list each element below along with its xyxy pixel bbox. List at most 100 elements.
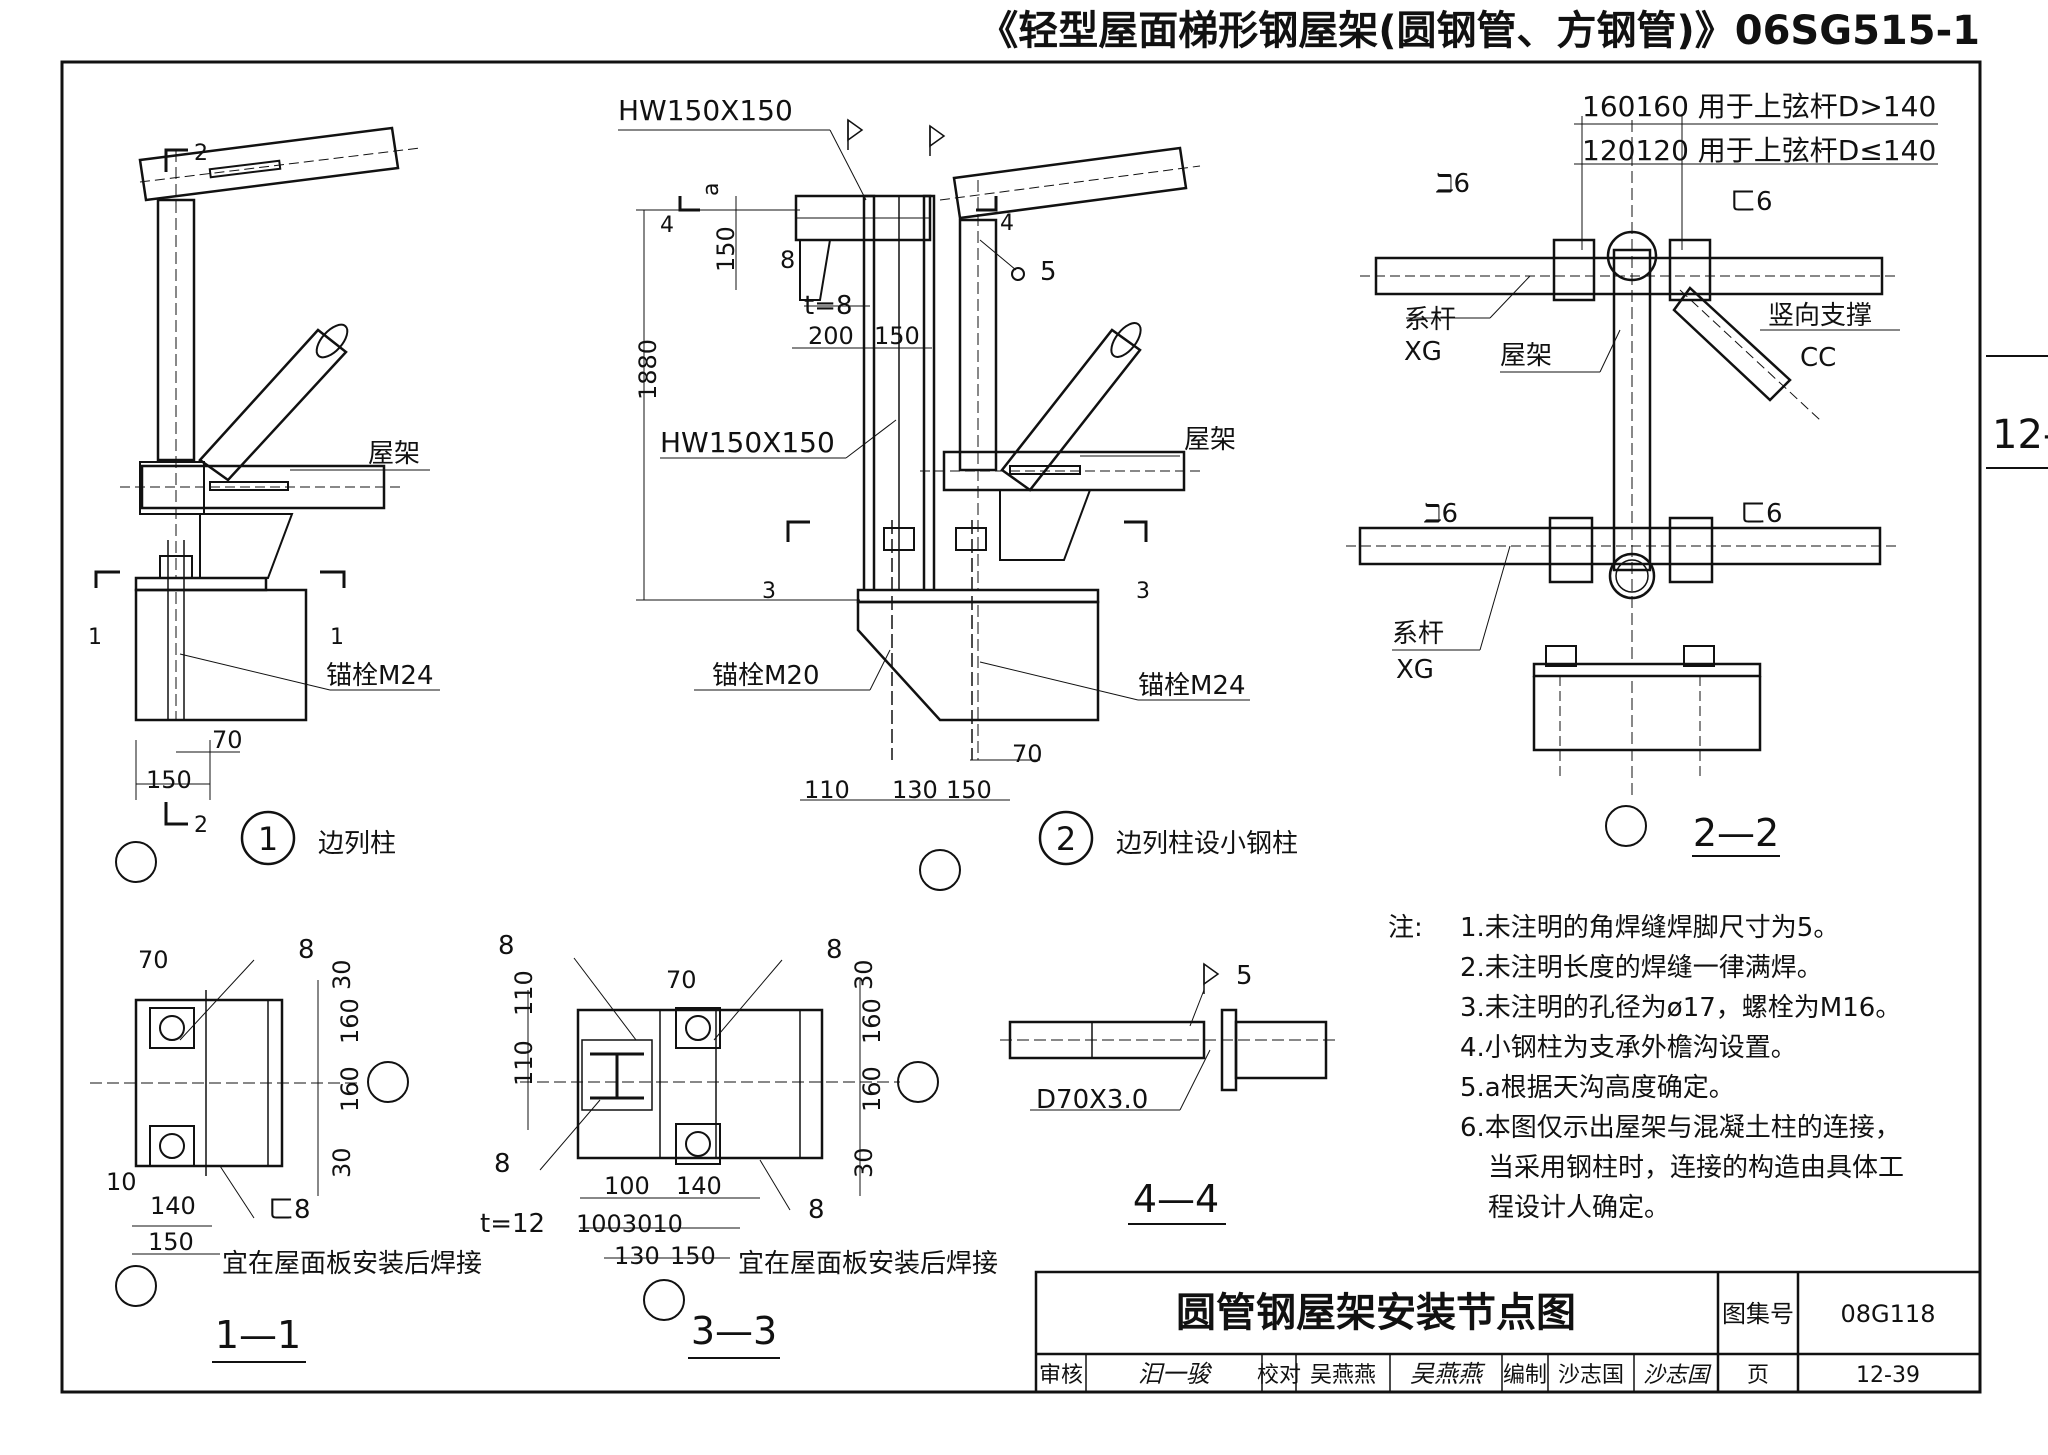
leader-m24 (979, 661, 1139, 701)
page-label: 页 (1747, 1363, 1769, 1388)
section-1-1-title: 1—1 (215, 1313, 301, 1357)
detail-2-sec-4-left: 4 (660, 213, 674, 238)
section-1-1-dim-30a: 30 (328, 959, 356, 990)
bearing-stiffener (199, 513, 294, 579)
section-3-3-weld-8c: 8 (808, 1195, 825, 1225)
bolt-top (675, 1007, 721, 1049)
axis-circle-right (367, 1061, 409, 1103)
section-4-4 (1000, 962, 1340, 1225)
section-1-1-dim-10: 10 (106, 1168, 137, 1196)
section-4-4-weld-5: 5 (1236, 961, 1253, 991)
section-2-2-weld-j6-top: ℶ6 (1435, 169, 1470, 199)
diagonal-end (315, 323, 349, 359)
page-number: 12-39 (1856, 1363, 1920, 1388)
side-tab: 12- (1992, 412, 2048, 458)
bottom-chord-section-inner (1615, 559, 1649, 593)
end-plate (139, 461, 205, 515)
section-3-3 (520, 957, 939, 1359)
detail-2-dim-150b: 150 (874, 322, 920, 350)
section-3-3-after-weld: 宜在屋面板安装后焊接 (738, 1249, 998, 1279)
detail-2-dim-150: 150 (712, 226, 740, 272)
section-3-3-dim-110a: 110 (510, 970, 538, 1016)
detail-2-hw-top: HW150X150 (618, 94, 793, 127)
detail-1-sec-1-left: 1 (88, 625, 102, 650)
detail-2-sec-3-right: 3 (1136, 579, 1150, 604)
detail-2-dim-200: 200 (808, 322, 854, 350)
bolt-top (149, 1007, 195, 1049)
leader-u8 (179, 959, 255, 1041)
note-item: 当采用钢柱时，连接的构造由具体工 (1488, 1153, 1904, 1183)
leader-8-top (573, 957, 637, 1041)
top-chord-centerline (939, 165, 1201, 201)
leader-c8 (219, 1165, 255, 1219)
detail-2-caption: 边列柱设小钢柱 (1116, 829, 1298, 859)
section-1-1 (90, 959, 409, 1363)
section-3-3-dim-70: 70 (666, 966, 697, 994)
detail-index-circle (240, 810, 296, 866)
bolt-bottom-nut (685, 1131, 711, 1157)
bearing-stiffener (999, 489, 1092, 561)
note-item: 6.本图仅示出屋架与混凝土柱的连接， (1460, 1113, 1901, 1143)
check-name: 吴燕燕 (1310, 1363, 1376, 1388)
section-1-1-dim-30b: 30 (328, 1147, 356, 1178)
anchor-nut-left (1545, 645, 1577, 667)
section-4-4-pipe: D70X3.0 (1036, 1085, 1148, 1115)
axis-circle (1605, 805, 1647, 847)
section-3-3-dim-150: 150 (670, 1242, 716, 1270)
note-item: 5.a根据天沟高度确定。 (1460, 1073, 1735, 1103)
base-plate (134, 576, 268, 592)
section-3-3-dim-160a: 160 (858, 998, 886, 1044)
detail-2-anchor-m24: 锚栓M24 (1138, 671, 1246, 701)
note-item: 3.未注明的孔径为ø17，螺栓为M16。 (1460, 993, 1901, 1023)
title-block (1034, 1270, 1982, 1394)
note-item: 程设计人确定。 (1488, 1193, 1670, 1223)
section-2-2-xg-bot: XG (1396, 655, 1434, 685)
draw-label: 编制 (1503, 1363, 1547, 1388)
diagonal-end (1110, 322, 1142, 358)
section-1-1-weld-8: 8 (298, 935, 315, 965)
detail-2-sec-4-right: 4 (1000, 211, 1014, 236)
title-block-frame (1034, 1270, 1982, 1394)
section-1-1-dim-70: 70 (138, 946, 169, 974)
detail-2-sec-3-left: 3 (762, 579, 776, 604)
weld-symbol-5 (1011, 267, 1025, 281)
base-plate (856, 588, 1100, 604)
detail-2-anchor-m20: 锚栓M20 (712, 661, 820, 691)
leader-d70-2 (1179, 1049, 1211, 1111)
detail-1-edge-column (94, 126, 440, 883)
axis-circle (115, 841, 157, 883)
leader-truss-2 (1599, 329, 1621, 373)
detail-2-number: 2 (1056, 820, 1076, 858)
detail-1-sec-2-top: 2 (194, 141, 208, 166)
leader-tie-top-2 (1489, 275, 1531, 319)
section-3-3-dim-100: 100 (604, 1172, 650, 1200)
axis-circle-bottom (115, 1265, 157, 1307)
column-below (1532, 676, 1762, 752)
bolt-top-nut (685, 1015, 711, 1041)
section-3-3-dim-140: 140 (676, 1172, 722, 1200)
detail-2-dim-1880: 1880 (634, 339, 662, 400)
detail-1-sec-1-right: 1 (330, 625, 344, 650)
gusset-top-left (1552, 238, 1596, 302)
weld-flag-2 (929, 124, 946, 148)
vertical-brace (1672, 286, 1792, 402)
section-2-2 (1346, 116, 1938, 857)
gusset-bot-left (1548, 516, 1594, 584)
section-1-1-dim-140: 140 (150, 1192, 196, 1220)
main-pipe (1234, 1020, 1328, 1080)
section-1-1-dim-160b: 160 (336, 1066, 364, 1112)
detail-1-dim-70: 70 (212, 726, 243, 754)
section-2-2-xg-top: XG (1404, 337, 1442, 367)
leader-tie-bottom-2 (1479, 545, 1511, 651)
anchor-nut-left (883, 527, 915, 551)
detail-2-dim-8: 8 (780, 246, 795, 274)
section-mark-4-left (678, 196, 700, 212)
section-2-2-brace: 竖向支撑 (1768, 301, 1872, 331)
section-2-2-weld-c6-bot: ㄈ6 (1740, 499, 1783, 529)
section-3-3-weld-8b: 8 (494, 1149, 511, 1179)
detail-1-truss-label: 屋架 (368, 439, 420, 469)
section-mark-2-bottom (164, 802, 188, 826)
detail-1-number: 1 (258, 820, 278, 858)
anchor-nut-right (955, 527, 987, 551)
